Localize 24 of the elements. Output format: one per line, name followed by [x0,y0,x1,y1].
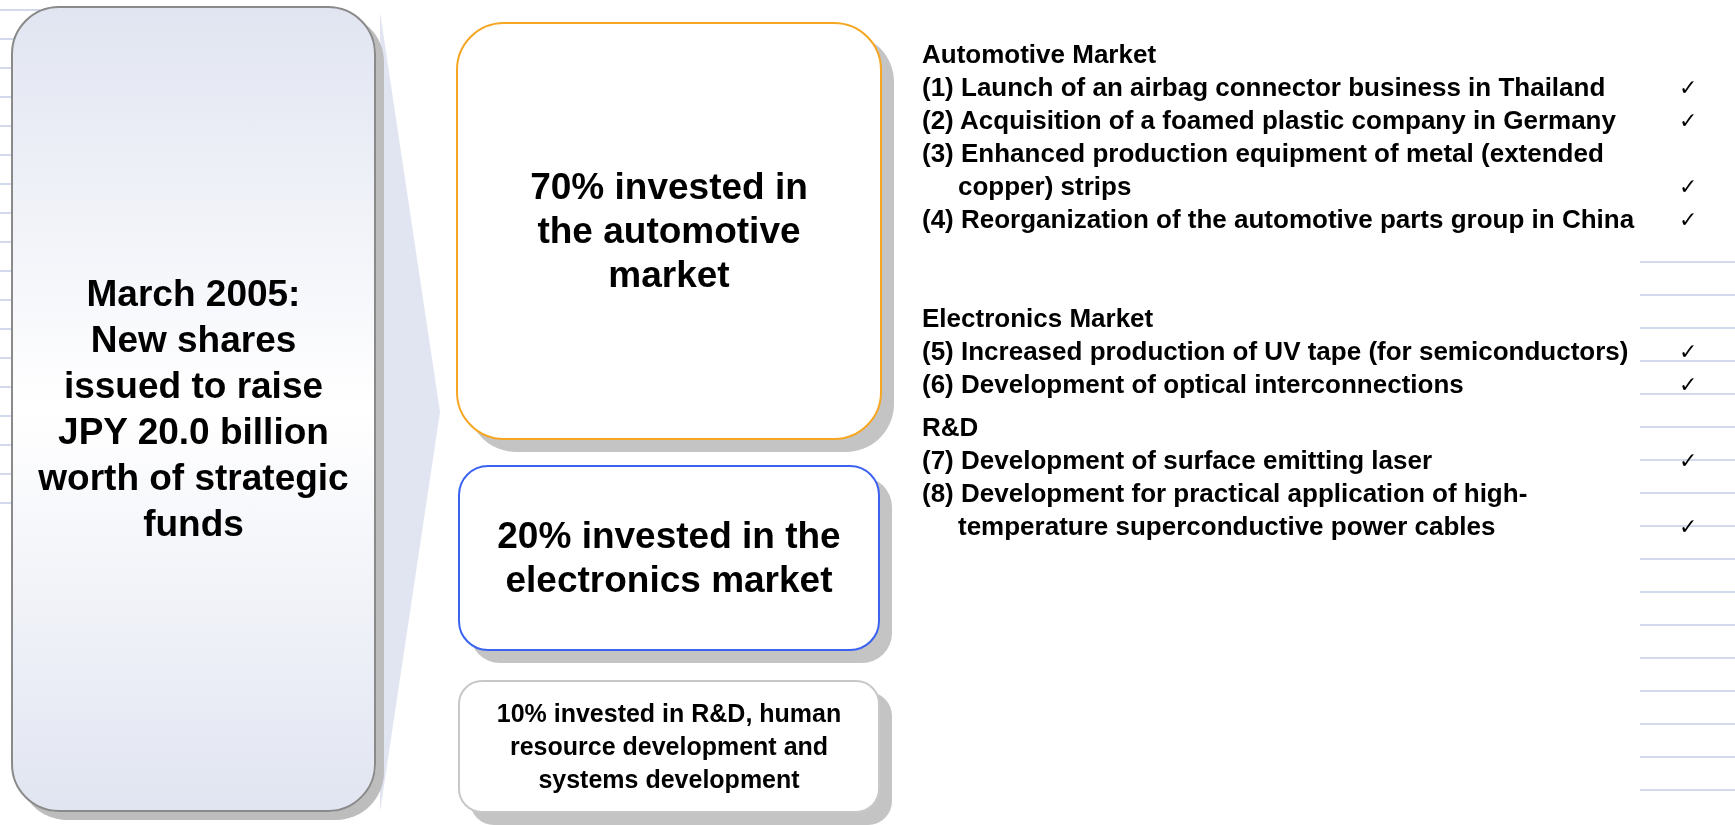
check-mark: ✓ [1679,74,1698,102]
section-heading: Automotive Market [922,38,1157,71]
list-item: (6) Development of optical interconnections [922,368,1465,401]
box-text: 70% invested in the automotive market [529,165,809,297]
check-mark: ✓ [1679,206,1698,234]
box-text: New shares issued to raise JPY 20.0 billion worth of strategic funds [37,318,350,546]
list-item: (8) Development for practical application of high-temperature superconductive power cables [922,477,1529,543]
section-heading: Electronics Market [922,302,1154,335]
box-text: 20% invested in the electronics market [496,514,842,602]
list-item: (7) Development of surface emitting laser [922,444,1434,477]
list-item: (3) Enhanced production equipment of metal (extended copper) strips [922,137,1605,203]
check-mark: ✓ [1679,107,1698,135]
check-mark: ✓ [1679,513,1698,541]
check-mark: ✓ [1679,447,1698,475]
list-item: (2) Acquisition of a foamed plastic company in Germany [922,104,1617,137]
section-heading: R&D [922,411,979,444]
list-item: (4) Reorganization of the automotive parts group in China [922,203,1636,236]
check-mark: ✓ [1679,173,1698,201]
check-mark: ✓ [1679,371,1698,399]
check-mark: ✓ [1679,338,1698,366]
list-item: (5) Increased production of UV tape (for semiconductors) [922,335,1630,368]
list-item: (1) Launch of an airbag connector business in Thailand [922,71,1607,104]
box-text: March 2005: [85,272,302,316]
box-text: 10% invested in R&D, human resource development and systems development [495,698,843,795]
